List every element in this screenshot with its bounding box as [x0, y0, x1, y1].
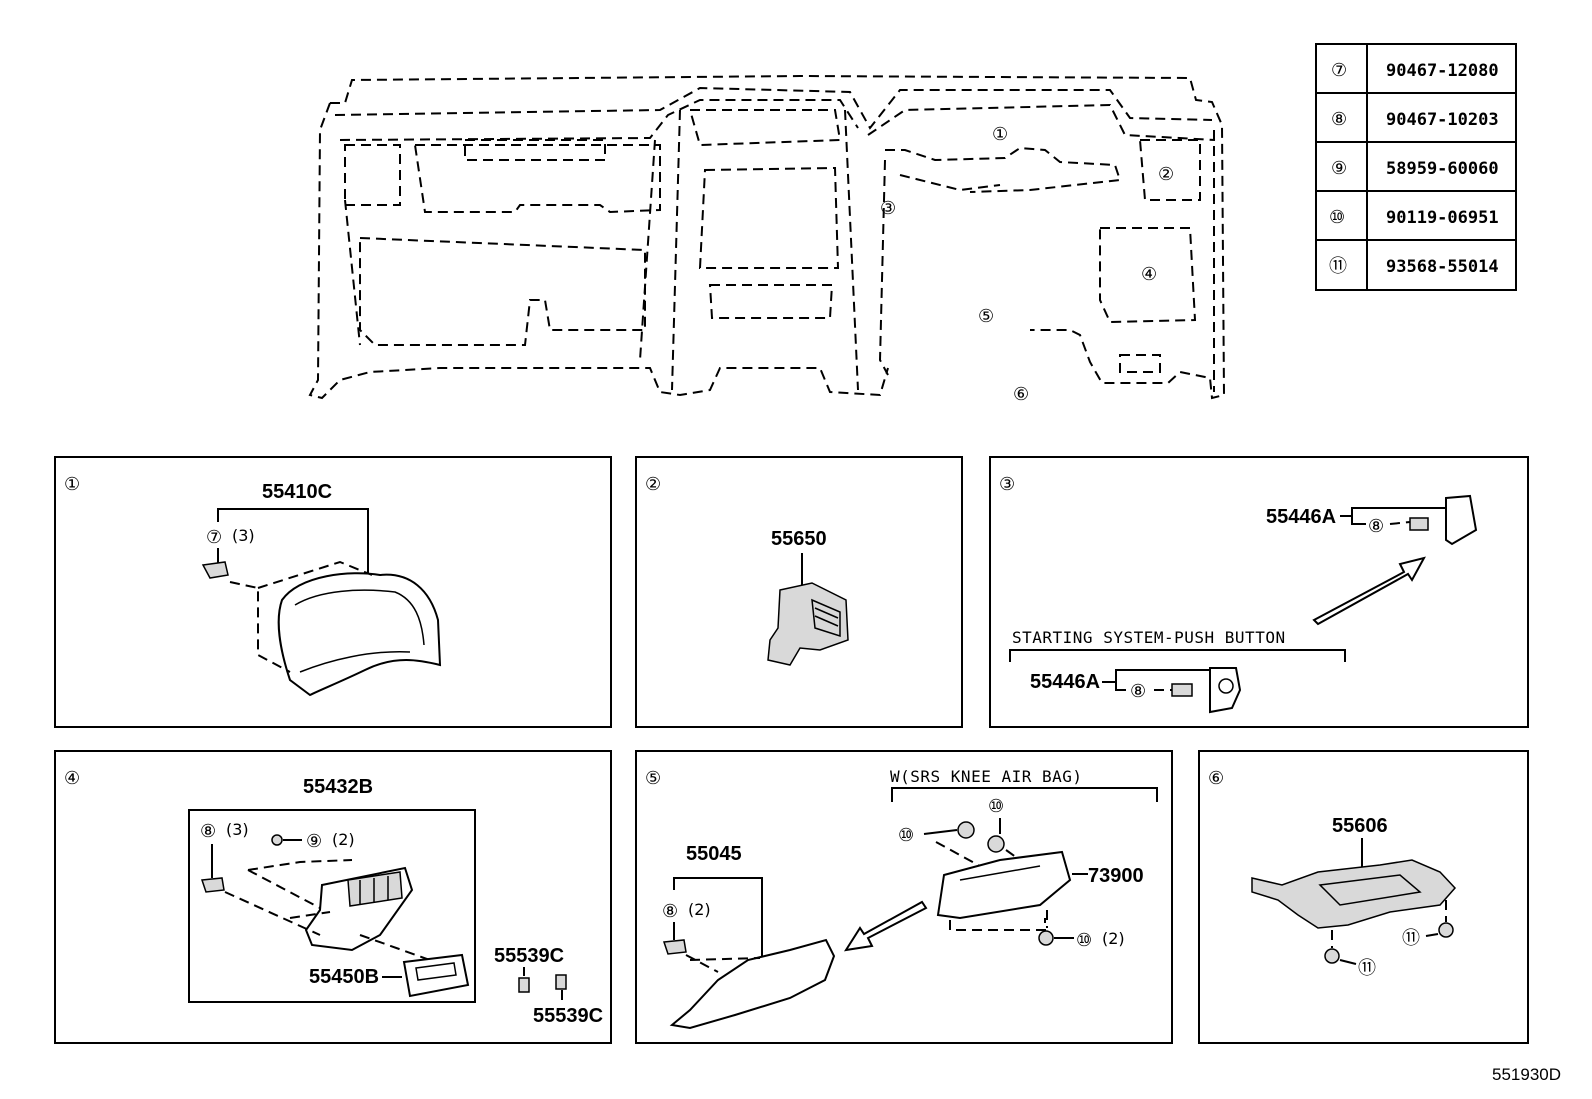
overview-callout-4: ④ — [1141, 264, 1157, 285]
panel-5-ref-c: ⑩ — [1076, 930, 1092, 951]
panel-1-clip — [201, 561, 229, 579]
panel-4-clip-2 — [555, 974, 567, 990]
overview-callouts: ① ② ③ ④ ⑤ ⑥ — [880, 124, 1174, 405]
panel-6: ⑥ 55606 ⑪ ⑪ — [1198, 750, 1529, 1044]
panel-2-air-vent — [767, 582, 849, 666]
panel-5-lower-cover — [669, 938, 836, 1030]
panel-5-ref-left: ⑧ — [662, 901, 678, 922]
panel-5-arrow — [843, 900, 928, 952]
illustration-code: 551930D — [1492, 1065, 1561, 1084]
panel-4-part-clip-1: 55539C — [494, 945, 564, 967]
table-part-8: 90467-10203 — [1386, 110, 1499, 130]
panel-4-ref-b: ⑨ — [306, 831, 322, 852]
panel-5-knee-airbag — [936, 850, 1072, 920]
overview-callout-5: ⑤ — [978, 306, 994, 327]
panel-1-ref: ⑦ — [206, 527, 222, 548]
panel-6-ref-b: ⑪ — [1402, 928, 1420, 949]
overview-callout-6: ⑥ — [1013, 384, 1029, 405]
panel-6-under-cover — [1251, 859, 1457, 929]
panel-3-ref-bottom: ⑧ — [1130, 681, 1146, 702]
panel-5-part-right: 73900 — [1088, 865, 1144, 887]
overview-callout-1: ① — [992, 124, 1008, 145]
panel-1-qty: (3) — [232, 526, 255, 545]
table-ref-11: ⑪ — [1329, 256, 1347, 277]
panel-1-part: 55410C — [262, 481, 332, 503]
panel-5-qty-c: (2) — [1102, 929, 1125, 948]
panel-5-ref-a: ⑩ — [898, 825, 914, 846]
panel-3-id: ③ — [999, 474, 1015, 495]
panel-4-qty-a: (3) — [226, 820, 249, 839]
panel-6-id: ⑥ — [1208, 768, 1224, 789]
overview-callout-2: ② — [1158, 164, 1174, 185]
panel-2-id: ② — [645, 474, 661, 495]
panel-5-variant: W(SRS KNEE AIR BAG) — [890, 767, 1083, 786]
panel-1: ① 55410C ⑦ (3) — [54, 456, 612, 728]
panel-4: ④ 55432B ⑧ (3) ⑨ (2) 55450B 55539C 55539… — [54, 750, 612, 1044]
panel-4-id: ④ — [64, 768, 80, 789]
panel-1-id: ① — [64, 474, 80, 495]
panel-3-switch-bottom — [1209, 667, 1242, 714]
panel-3-part-bottom: 55446A — [1030, 671, 1100, 693]
panel-5-part-left: 55045 — [686, 843, 742, 865]
panel-3: ③ 55446A ⑧ STARTING SYSTEM-PUSH BUTTON 5… — [989, 456, 1529, 728]
table-part-9: 58959-60060 — [1386, 159, 1499, 179]
part-number-table: ⑦ 90467-12080 ⑧ 90467-10203 ⑨ 58959-6006… — [1315, 43, 1517, 291]
panel-5-ref-b: ⑩ — [988, 796, 1004, 817]
overview-callout-3: ③ — [880, 198, 896, 219]
panel-2-part: 55650 — [771, 528, 827, 550]
panel-4-ref-a: ⑧ — [200, 821, 216, 842]
panel-3-ref-top: ⑧ — [1368, 516, 1384, 537]
table-part-10: 90119-06951 — [1386, 208, 1499, 228]
panel-1-cluster-hood — [277, 572, 442, 697]
panel-6-part: 55606 — [1332, 815, 1388, 837]
table-ref-9: ⑨ — [1331, 158, 1347, 179]
panel-6-ref-a: ⑪ — [1358, 958, 1376, 979]
panel-4-storage-box — [402, 953, 470, 998]
panel-5: ⑤ W(SRS KNEE AIR BAG) 55045 ⑧ (2) ⑩ ⑩ 73… — [635, 750, 1173, 1044]
panel-4-part-top: 55432B — [303, 776, 373, 798]
panel-4-part-clip-2: 55539C — [533, 1005, 603, 1027]
table-part-11: 93568-55014 — [1386, 257, 1499, 277]
table-ref-8: ⑧ — [1331, 109, 1347, 130]
panel-4-part-box: 55450B — [309, 966, 379, 988]
table-part-7: 90467-12080 — [1386, 61, 1499, 81]
dashboard-overview — [308, 74, 1226, 400]
panel-4-qty-b: (2) — [332, 830, 355, 849]
panel-3-variant: STARTING SYSTEM-PUSH BUTTON — [1012, 628, 1286, 647]
panel-3-switch-top — [1445, 494, 1478, 546]
table-ref-7: ⑦ — [1331, 60, 1347, 81]
panel-2: ② 55650 — [635, 456, 963, 728]
panel-3-arrow — [1312, 556, 1426, 626]
panel-4-clip-1 — [518, 977, 530, 993]
panel-5-id: ⑤ — [645, 768, 661, 789]
panel-5-qty-left: (2) — [688, 900, 711, 919]
table-ref-10: ⑩ — [1329, 207, 1345, 228]
panel-3-part-top: 55446A — [1266, 506, 1336, 528]
